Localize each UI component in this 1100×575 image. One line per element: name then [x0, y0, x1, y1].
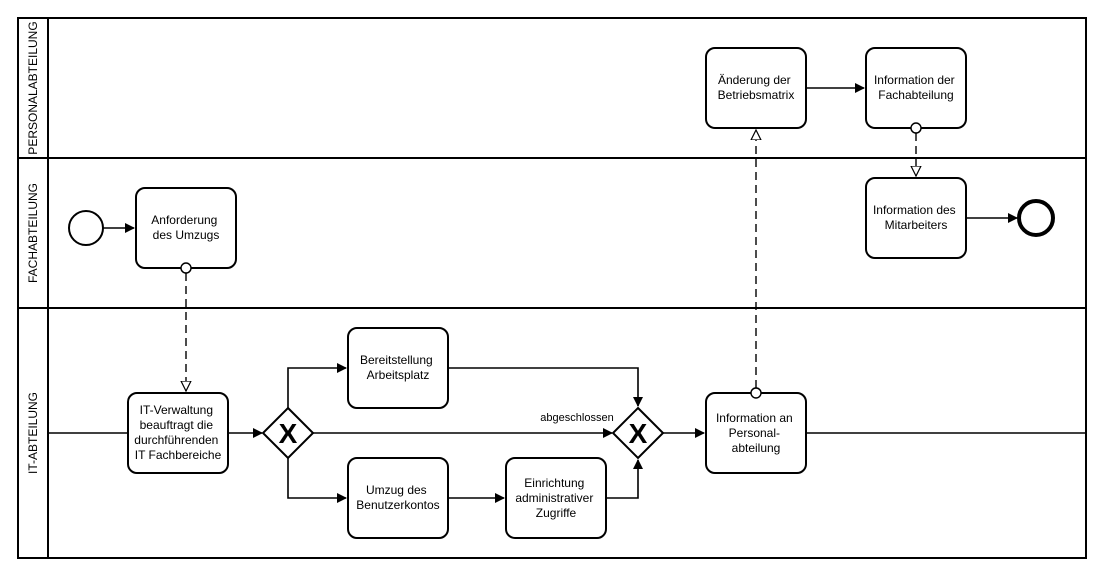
task-umzug-benutzerkontos[interactable]: Umzug des Benutzerkontos — [347, 457, 449, 539]
flow-einrichtung-to-join — [606, 459, 643, 499]
task-it-verwaltung-beauftragt[interactable]: IT-Verwaltung beauftragt die durchführen… — [127, 392, 229, 474]
flow-label-abgeschlossen: abgeschlossen — [540, 412, 613, 424]
task-einrichtung-line-2: administrativer — [515, 491, 593, 505]
task-info-fach-line-2: Fachabteilung — [878, 88, 953, 102]
lane-label-fachabteilung: FACHABTEILUNG — [26, 183, 40, 283]
svg-text:Einrichtung administrati: Einrichtung administrativer Zugriffe — [515, 476, 596, 520]
svg-text:Information an Personal-: Information an Personal- abteilung — [716, 411, 796, 455]
svg-text:Anforderung des Umzugs: Anforderung des Umzugs — [151, 213, 220, 242]
svg-text:Umzug des Benutzerkontos: Umzug des Benutzerkontos — [356, 483, 439, 512]
lane-label-it-abteilung: IT-ABTEILUNG — [26, 392, 40, 474]
task-einrichtung-line-1: Einrichtung — [524, 476, 584, 490]
task-aenderung-line-2: Betriebsmatrix — [718, 88, 795, 102]
flow-bereitstellung-to-join — [448, 367, 643, 407]
task-info-personal-line-3: abteilung — [732, 441, 781, 455]
svg-text:Information des Mitarbei: Information des Mitarbeiters — [873, 203, 959, 232]
task-einrichtung-line-3: Zugriffe — [536, 506, 577, 520]
task-beauftragt-line-4: IT Fachbereiche — [135, 448, 222, 462]
task-anforderung-line-2: des Umzugs — [153, 228, 220, 242]
task-beauftragt-line-3: durchführenden — [134, 433, 218, 447]
gateway-join-symbol: X — [629, 418, 648, 449]
svg-text:Bereitstellung Arbeitspl: Bereitstellung Arbeitsplatz — [360, 353, 436, 382]
task-anforderung[interactable]: Anforderung des Umzugs — [135, 187, 237, 269]
task-info-mitarbeiter-line-2: Mitarbeiters — [885, 218, 948, 232]
task-umzug-line-2: Benutzerkontos — [356, 498, 439, 512]
task-beauftragt-line-1: IT-Verwaltung — [140, 403, 213, 417]
message-dot-info-fach — [910, 122, 922, 134]
svg-text:IT-Verwaltung beauftragt: IT-Verwaltung beauftragt die durchführen… — [134, 403, 221, 462]
task-einrichtung-zugriffe[interactable]: Einrichtung administrativer Zugriffe — [505, 457, 607, 539]
task-bereitstellung-arbeitsplatz[interactable]: Bereitstellung Arbeitsplatz — [347, 327, 449, 409]
task-info-personal-line-1: Information an — [716, 411, 793, 425]
gateway-split-symbol: X — [279, 418, 298, 449]
task-umzug-line-1: Umzug des — [366, 483, 427, 497]
lane-label-personalabteilung: PERSONALABTEILUNG — [26, 21, 40, 154]
task-info-fach-line-1: Information der — [874, 73, 955, 87]
svg-text:Änderung der Betriebsmat: Änderung der Betriebsmatrix — [718, 73, 795, 102]
task-bereitstellung-line-2: Arbeitsplatz — [367, 368, 430, 382]
task-information-des-mitarbeiters[interactable]: Information des Mitarbeiters — [865, 177, 967, 259]
message-dot-anforderung — [180, 262, 192, 274]
pool-border — [17, 17, 1087, 559]
task-info-personal-line-2: Personal- — [729, 426, 780, 440]
flow-split-to-umzug — [287, 458, 347, 503]
end-event[interactable] — [1017, 199, 1055, 237]
task-aenderung-betriebsmatrix[interactable]: Änderung der Betriebsmatrix — [705, 47, 807, 129]
task-aenderung-line-1: Änderung der — [718, 73, 791, 87]
task-bereitstellung-line-1: Bereitstellung — [360, 353, 433, 367]
task-anforderung-line-1: Anforderung — [151, 213, 217, 227]
task-beauftragt-line-2: beauftragt die — [140, 418, 214, 432]
task-information-an-personalabteilung[interactable]: Information an Personal- abteilung — [705, 392, 807, 474]
flow-split-to-bereitstellung — [287, 363, 347, 408]
message-dot-info-personal — [750, 387, 762, 399]
task-info-mitarbeiter-line-1: Information des — [873, 203, 956, 217]
start-event[interactable] — [68, 210, 104, 246]
exclusive-gateway-join[interactable]: X — [611, 406, 665, 460]
task-information-der-fachabteilung[interactable]: Information der Fachabteilung — [865, 47, 967, 129]
exclusive-gateway-split[interactable]: X — [261, 406, 315, 460]
svg-text:Information der Fachabte: Information der Fachabteilung — [874, 73, 958, 102]
